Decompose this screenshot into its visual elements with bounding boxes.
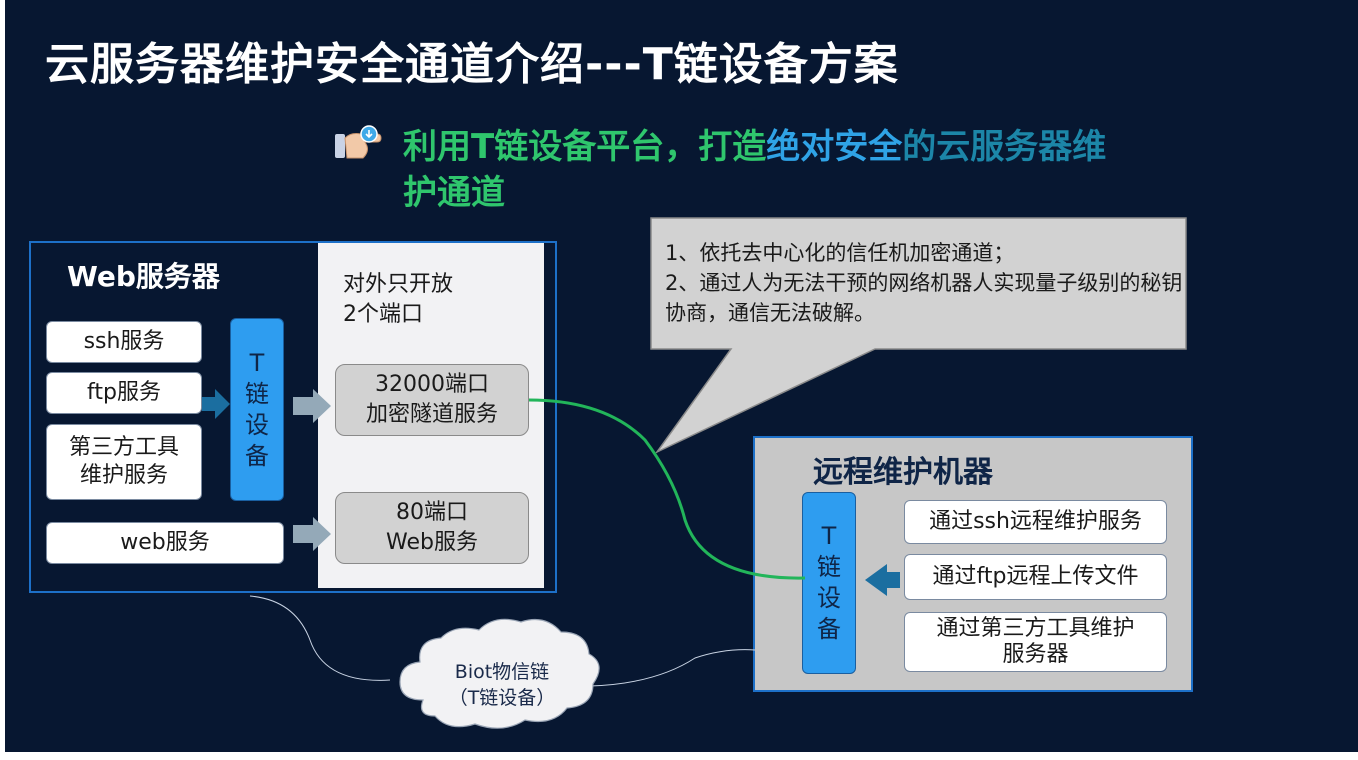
port-80-line-1: 80端口 (396, 500, 468, 525)
arrow-remote-services-to-t (865, 564, 900, 596)
tunnel-line (528, 398, 806, 580)
hand-pointer-icon (335, 125, 382, 159)
t-device-char: 备 (817, 615, 841, 643)
cloud-link-line-right (589, 649, 756, 687)
cloud-line-2: （T链设备） (448, 687, 556, 709)
web-server-title: Web服务器 (67, 260, 220, 293)
t-device-char: 设 (817, 584, 841, 612)
remote-machine-title: 远程维护机器 (813, 455, 993, 490)
subtitle-part-1: 利用T链设备平台，打造 (403, 127, 767, 167)
t-device-char: T (249, 348, 265, 377)
t-device-char: 链 (817, 553, 841, 581)
port-32000-line-1: 32000端口 (375, 372, 489, 397)
callout-shape (650, 217, 1187, 454)
open-ports-label: 对外只开放 2个端口 (343, 270, 453, 330)
callout-line-1: 1、依托去中心化的信任机加密通道； (665, 241, 1015, 265)
cloud-shape (399, 618, 600, 729)
callout-text: 1、依托去中心化的信任机加密通道； 2、通过人为无法干预的网络机器人实现量子级别… (665, 238, 1185, 328)
remote-ssh-box: 通过ssh远程维护服务 (904, 500, 1167, 544)
remote-ftp-box: 通过ftp远程上传文件 (904, 554, 1167, 600)
third-party-service-box: 第三方工具 维护服务 (46, 424, 202, 500)
web-service-box: web服务 (46, 522, 284, 564)
connections-layer (202, 389, 900, 729)
subtitle-part-3: 的云服务器维 (902, 127, 1107, 167)
port-80-box: 80端口 Web服务 (335, 492, 529, 564)
port-80-line-2: Web服务 (386, 530, 478, 555)
t-device-char: T (821, 522, 837, 550)
subtitle: 利用T链设备平台，打造绝对安全的云服务器维护通道 (403, 124, 1223, 216)
subtitle-part-4: 护通道 (403, 173, 505, 213)
web-server-frame (29, 241, 557, 593)
remote-third-party-box: 通过第三方工具维护 服务器 (904, 612, 1167, 672)
t-device-char: 链 (245, 379, 269, 408)
subtitle-part-2: 绝对安全 (766, 127, 903, 167)
cloud-link-line-left (249, 595, 391, 681)
ftp-service-box: ftp服务 (46, 372, 202, 414)
t-device-char: 设 (245, 410, 269, 439)
arrow-services-to-t (202, 389, 230, 419)
t-device-char: 备 (245, 441, 269, 470)
remote-t-device: T 链 设 备 (802, 492, 856, 674)
web-t-device: T 链 设 备 (230, 318, 284, 501)
ssh-service-box: ssh服务 (46, 321, 202, 363)
open-ports-line-2: 2个端口 (343, 302, 423, 327)
page-title: 云服务器维护安全通道介绍---T链设备方案 (45, 39, 899, 90)
open-ports-line-1: 对外只开放 (343, 272, 454, 297)
cloud-label: Biot物信链 （T链设备） (413, 659, 591, 711)
port-32000-box: 32000端口 加密隧道服务 (335, 364, 529, 436)
cloud-line-1: Biot物信链 (454, 661, 550, 683)
slide: 云服务器维护安全通道介绍---T链设备方案 利用T链设备平台，打造绝对安全的云服… (5, 0, 1358, 752)
arrow-t-to-port32000 (293, 389, 331, 423)
port-32000-line-2: 加密隧道服务 (365, 402, 498, 427)
arrow-web-to-port80 (293, 517, 331, 551)
callout-line-2: 2、通过人为无法干预的网络机器人实现量子级别的秘钥协商，通信无法破解。 (665, 271, 1183, 325)
